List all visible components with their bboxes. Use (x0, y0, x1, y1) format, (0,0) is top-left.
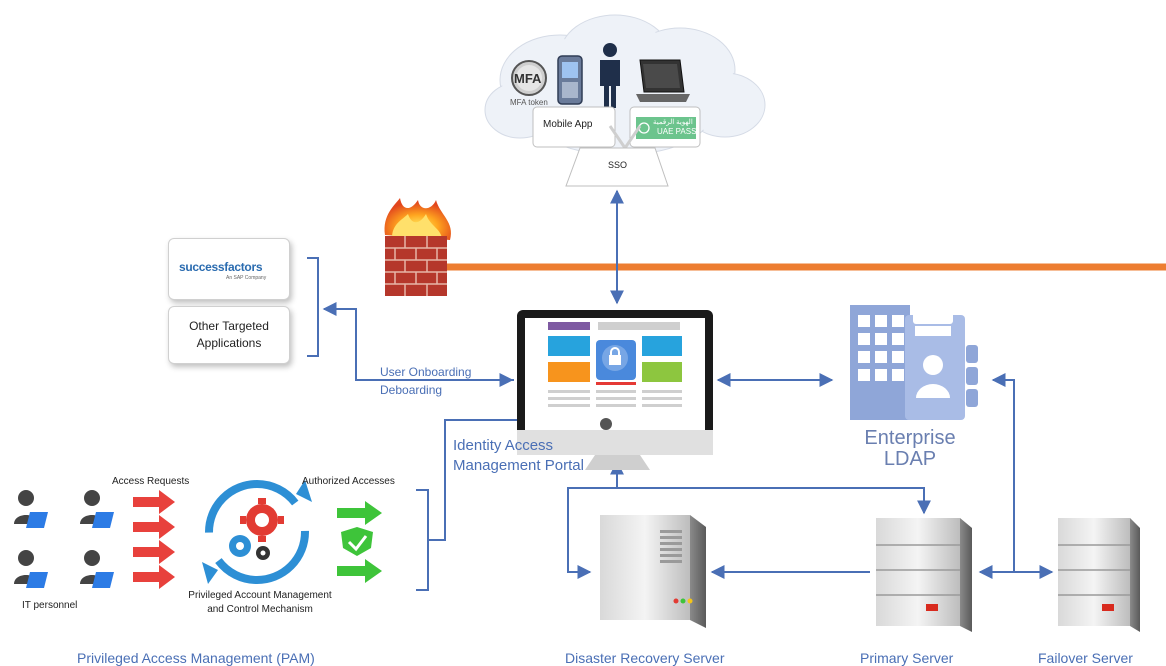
ldap-server-connector (991, 373, 1015, 572)
pam-bracket (416, 489, 429, 591)
primary-server-icon (876, 518, 972, 632)
pam-section-title: Privileged Access Management (PAM) (77, 650, 315, 666)
uae-pass-label: UAE PASS (657, 127, 697, 136)
user-onboarding-label: User Onboarding (380, 365, 472, 379)
successfactors-logo: successfactors (179, 260, 263, 274)
portal-label-line2: Management Portal (453, 457, 584, 474)
failover-server-icon (1058, 518, 1140, 632)
enterprise-ldap-icon (850, 305, 978, 420)
person-icon (600, 43, 620, 108)
mfa-badge-label: MFA (514, 71, 542, 86)
authorized-access-icon (337, 501, 382, 583)
apps-bracket (307, 257, 319, 357)
it-personnel-icon (14, 490, 114, 588)
sso-label: SSO (608, 160, 628, 170)
mfa-token-caption: MFA token (510, 98, 548, 107)
primary-server-label: Primary Server (860, 650, 954, 666)
uae-pass-badge (636, 117, 696, 139)
portal-label-line1: Identity Access (453, 437, 554, 454)
other-apps-card: Other Targeted Applications (168, 306, 290, 364)
firewall-icon (384, 198, 452, 296)
authorized-accesses-label: Authorized Accesses (302, 476, 395, 487)
access-request-arrows (133, 490, 175, 589)
access-requests-label: Access Requests (112, 476, 190, 487)
other-apps-line2: Applications (196, 336, 262, 350)
deboarding-label: Deboarding (380, 383, 443, 397)
successfactors-sub: An SAP Company (226, 275, 267, 281)
mobile-app-label: Mobile App (543, 119, 593, 130)
pam-mechanism-gears-icon (202, 480, 312, 584)
successfactors-card: successfactors An SAP Company (168, 238, 290, 300)
mfa-token-icon (511, 60, 547, 96)
disaster-recovery-server-icon (600, 515, 706, 628)
portal-monitor-icon (517, 310, 713, 470)
disaster-recovery-server-label: Disaster Recovery Server (565, 650, 725, 666)
it-personnel-label: IT personnel (22, 600, 78, 611)
other-apps-line1: Other Targeted (189, 319, 269, 333)
pam-mechanism-line2: and Control Mechanism (207, 604, 313, 615)
laptop-icon (636, 59, 690, 102)
ldap-label-line2: LDAP (883, 448, 937, 470)
sso-box (565, 147, 669, 187)
ldap-label-line1: Enterprise (864, 427, 956, 449)
pam-mechanism-line1: Privileged Account Management (188, 590, 332, 601)
mobile-app-card (532, 106, 616, 148)
portal-primary-connector (617, 487, 931, 515)
mobile-phone-icon (557, 55, 583, 105)
failover-server-label: Failover Server (1038, 650, 1133, 666)
uae-pass-arabic-label: الهوية الرقمية (653, 119, 693, 126)
portal-dr-connector (567, 460, 624, 579)
connector-check-icon (608, 125, 642, 149)
